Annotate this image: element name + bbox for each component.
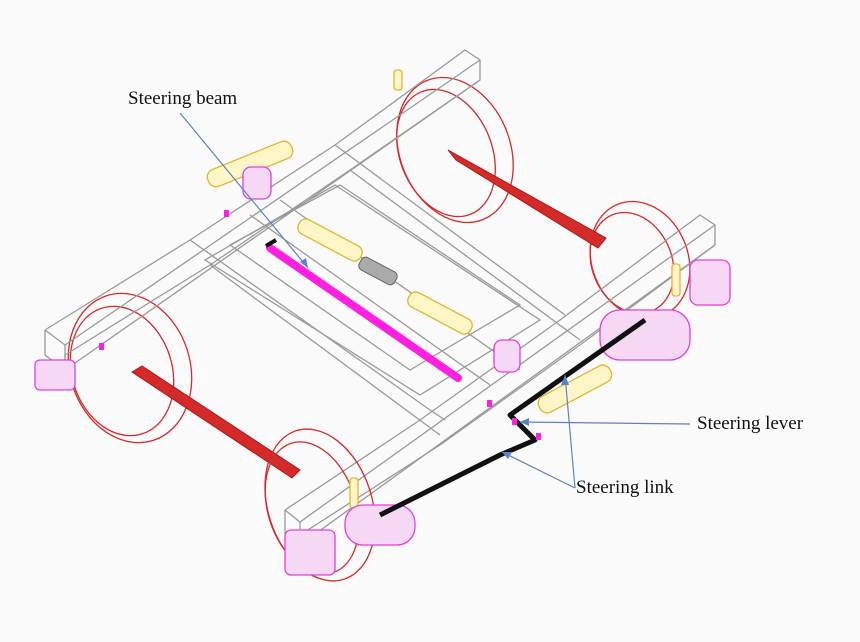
bogie-frame bbox=[44, 49, 716, 547]
pin-markers bbox=[99, 210, 541, 440]
leader-steering-lever bbox=[519, 421, 691, 425]
axle-right bbox=[447, 149, 607, 249]
knobs bbox=[242, 166, 521, 373]
label-steering-link: Steering link bbox=[576, 477, 674, 498]
leader-steering-link-a bbox=[501, 451, 576, 489]
steering-beam-part bbox=[264, 238, 462, 382]
leader-steering-beam bbox=[179, 112, 309, 269]
axle-boxes bbox=[34, 259, 731, 576]
leader-steering-link-b bbox=[564, 374, 576, 489]
wheel-rear-right bbox=[396, 76, 514, 224]
axle-left bbox=[131, 365, 301, 479]
label-steering-beam: Steering beam bbox=[128, 88, 238, 109]
leader-arrowheads bbox=[300, 258, 569, 459]
leader-lines bbox=[179, 112, 691, 489]
spring-dampers bbox=[206, 69, 681, 509]
label-steering-lever: Steering lever bbox=[697, 413, 804, 434]
steering-link-part bbox=[378, 317, 647, 518]
